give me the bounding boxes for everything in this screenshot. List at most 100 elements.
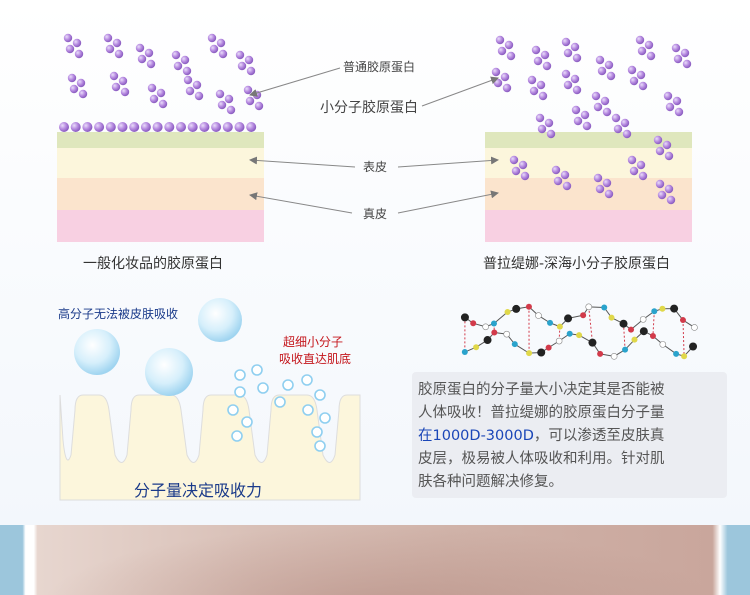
molecule xyxy=(538,91,548,101)
info-line1: 胶原蛋白的分子量大小决定其是否能被 xyxy=(418,382,665,398)
molecule-cluster xyxy=(183,75,204,101)
atom xyxy=(628,326,635,333)
molecule xyxy=(561,37,571,47)
molecule xyxy=(105,44,115,54)
atom xyxy=(491,329,498,336)
molecule xyxy=(94,122,105,132)
molecule xyxy=(671,43,681,53)
large-molecule xyxy=(145,348,193,396)
molecule xyxy=(591,91,601,101)
small-molecule xyxy=(257,382,269,394)
molecule xyxy=(529,86,539,96)
molecule xyxy=(537,124,547,134)
molecule xyxy=(215,89,225,99)
molecule xyxy=(531,45,541,55)
molecule xyxy=(655,146,665,156)
molecule xyxy=(540,50,550,60)
molecule xyxy=(65,44,75,54)
arrow-epidermis-right xyxy=(397,156,499,168)
atom xyxy=(504,309,511,316)
molecule xyxy=(644,40,654,50)
molecule xyxy=(183,75,193,85)
molecule xyxy=(140,122,151,132)
absorption-caption: 分子量决定吸收力 xyxy=(134,481,263,500)
molecule xyxy=(211,122,222,132)
info-box xyxy=(412,372,727,498)
small-molecule xyxy=(241,416,253,428)
molecule xyxy=(542,61,552,71)
molecule-cluster xyxy=(591,91,612,117)
atom xyxy=(490,320,497,327)
molecule xyxy=(199,122,210,132)
info-line3-rest: ，可以渗透至皮肤真 xyxy=(533,428,665,444)
molecule xyxy=(629,76,639,86)
atom xyxy=(526,350,533,357)
left-top-layer xyxy=(57,132,264,148)
atom xyxy=(631,336,638,343)
molecule xyxy=(680,48,690,58)
molecule-cluster xyxy=(671,43,692,69)
atom xyxy=(588,338,597,347)
atom xyxy=(503,330,511,338)
molecule xyxy=(244,55,254,65)
molecule xyxy=(180,55,190,65)
atom xyxy=(651,308,658,315)
molecule xyxy=(518,160,528,170)
molecule xyxy=(216,38,226,48)
atom xyxy=(622,346,629,353)
molecule xyxy=(164,122,175,132)
right-molecule-clusters xyxy=(491,35,692,205)
molecule-cluster xyxy=(243,85,264,111)
atom xyxy=(483,336,492,345)
molecule xyxy=(224,94,234,104)
molecule xyxy=(665,102,675,112)
molecule xyxy=(595,55,605,65)
molecule xyxy=(563,80,573,90)
atom xyxy=(470,320,477,327)
molecule xyxy=(604,60,614,70)
molecule xyxy=(152,122,163,132)
molecule xyxy=(59,122,69,132)
molecule xyxy=(563,48,573,58)
molecule xyxy=(237,61,247,71)
molecule xyxy=(638,81,648,91)
small-molecule xyxy=(234,386,246,398)
molecule xyxy=(235,50,245,60)
molecule xyxy=(182,66,192,76)
atom xyxy=(545,344,552,351)
molecule-cluster xyxy=(509,155,530,181)
h-bond xyxy=(682,320,685,357)
atom xyxy=(512,304,521,313)
atom xyxy=(556,323,563,330)
atom xyxy=(639,316,647,323)
molecule xyxy=(506,51,516,61)
molecule xyxy=(613,124,623,134)
molecule xyxy=(536,80,546,90)
molecule-cluster xyxy=(593,173,614,199)
molecule xyxy=(137,54,147,64)
molecule-cluster xyxy=(571,105,592,131)
molecule xyxy=(638,171,648,181)
molecule-cluster xyxy=(135,43,156,69)
molecule-cluster xyxy=(527,75,548,101)
atom xyxy=(679,317,686,324)
atom xyxy=(659,341,667,348)
high-molecule-note: 高分子无法被皮肤吸收 xyxy=(58,307,179,321)
molecule xyxy=(571,105,581,115)
arrow-dermis-left xyxy=(249,192,353,214)
molecule xyxy=(533,56,543,66)
molecule-cluster xyxy=(627,65,648,91)
molecule xyxy=(117,122,128,132)
molecule xyxy=(82,122,93,132)
molecule xyxy=(144,48,154,58)
small-molecule xyxy=(314,440,326,452)
molecule xyxy=(70,122,81,132)
molecule-cluster xyxy=(595,55,616,81)
molecule xyxy=(573,116,583,126)
atom xyxy=(555,337,563,345)
molecule xyxy=(504,40,514,50)
molecule xyxy=(673,54,683,64)
molecule-cluster xyxy=(627,155,648,181)
molecule xyxy=(595,184,605,194)
molecule xyxy=(655,179,665,189)
